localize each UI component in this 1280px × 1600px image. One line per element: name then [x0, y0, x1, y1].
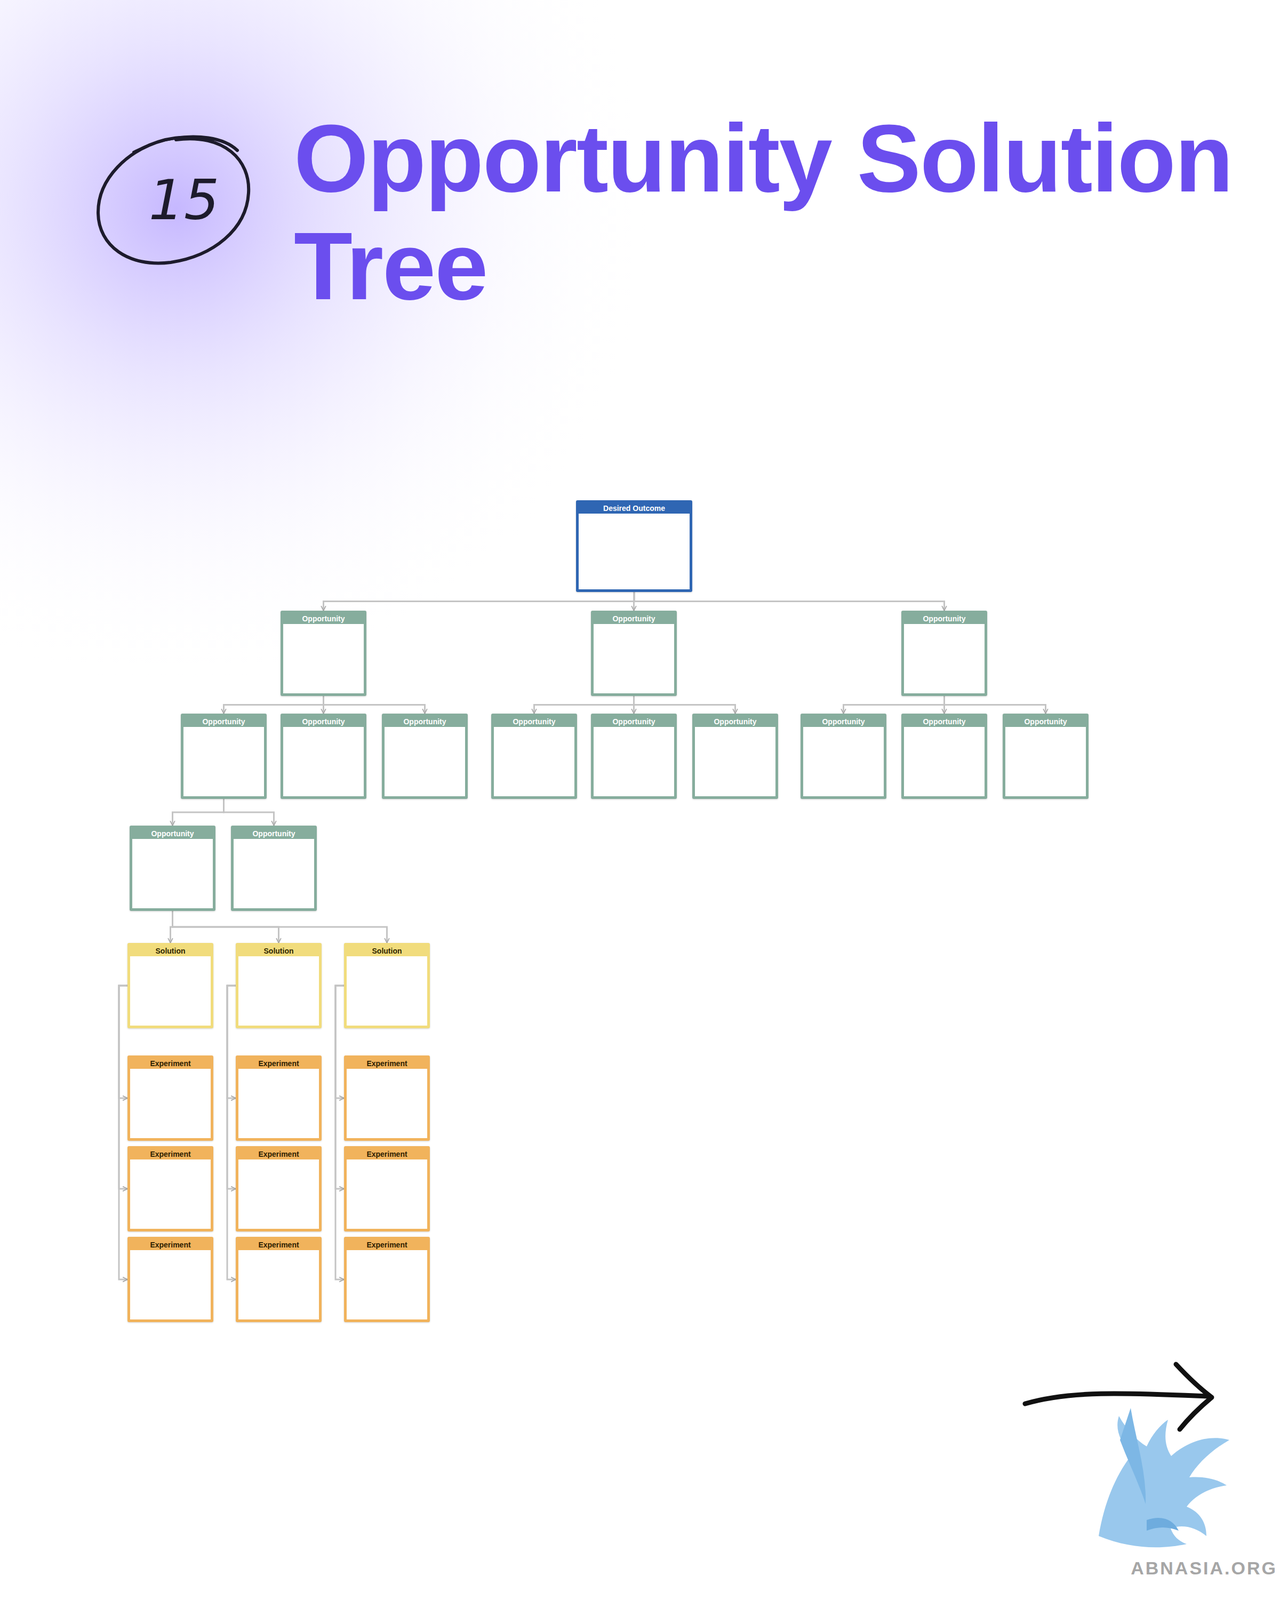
watermark: ABNASIA.ORG — [1088, 1558, 1278, 1579]
tree-connector — [172, 798, 224, 826]
opportunity-box: Opportunity — [692, 713, 779, 799]
tree-connector — [227, 985, 236, 1099]
tree-connector — [534, 696, 635, 714]
opportunity-box: Opportunity — [590, 610, 677, 696]
box-heading: Opportunity — [904, 716, 985, 727]
tree-connector — [224, 696, 324, 714]
box-heading: Experiment — [130, 1239, 211, 1251]
box-heading: Experiment — [130, 1058, 211, 1069]
solution-box: Solution — [344, 942, 430, 1029]
experiment-box: Experiment — [127, 1055, 214, 1141]
box-heading: Experiment — [238, 1148, 319, 1160]
experiment-box: Experiment — [127, 1146, 214, 1232]
box-heading: Solution — [130, 945, 211, 957]
box-heading: Opportunity — [283, 613, 364, 624]
box-heading: Opportunity — [1005, 716, 1086, 727]
opportunity-box: Opportunity — [129, 825, 216, 911]
tree-connector — [227, 985, 236, 1280]
opportunity-box: Opportunity — [381, 713, 468, 799]
box-heading: Opportunity — [183, 716, 264, 727]
opportunity-box: Opportunity — [1002, 713, 1089, 799]
opportunity-box: Opportunity — [280, 610, 367, 696]
box-heading: Experiment — [238, 1058, 319, 1069]
tree-connector — [944, 696, 1046, 714]
experiment-box: Experiment — [235, 1236, 322, 1323]
box-heading: Opportunity — [803, 716, 884, 727]
box-heading: Solution — [346, 945, 428, 957]
tree-connector — [335, 985, 344, 1280]
box-heading: Experiment — [238, 1239, 319, 1251]
opportunity-box: Opportunity — [491, 713, 578, 799]
solution-box: Solution — [127, 942, 214, 1029]
opportunity-box: Opportunity — [901, 610, 988, 696]
tree-connector — [323, 592, 635, 611]
experiment-box: Experiment — [235, 1055, 322, 1141]
box-heading: Opportunity — [904, 613, 985, 624]
circle-stroke — [133, 137, 214, 152]
griffin-tail — [1146, 1517, 1179, 1531]
arrow-head — [1176, 1364, 1212, 1430]
experiment-box: Experiment — [344, 1236, 430, 1323]
outcome-box: Desired Outcome — [576, 500, 693, 592]
tree-connector — [335, 985, 344, 1099]
solution-box: Solution — [235, 942, 322, 1029]
box-heading: Experiment — [346, 1148, 428, 1160]
page-title: Opportunity Solution Tree — [293, 104, 1270, 320]
box-heading: Experiment — [346, 1058, 428, 1069]
griffin-body — [1098, 1416, 1230, 1548]
box-heading: Opportunity — [593, 613, 675, 624]
box-heading: Solution — [238, 945, 319, 957]
griffin-wing — [1120, 1408, 1146, 1504]
tree-connector — [634, 592, 945, 611]
tree-connector — [172, 910, 388, 943]
box-heading: Opportunity — [132, 828, 213, 839]
experiment-box: Experiment — [344, 1146, 430, 1232]
opportunity-box: Opportunity — [280, 713, 367, 799]
tree-connector — [227, 985, 236, 1189]
experiment-box: Experiment — [127, 1236, 214, 1323]
tree-connector — [634, 696, 736, 714]
box-heading: Opportunity — [694, 716, 776, 727]
experiment-box: Experiment — [235, 1146, 322, 1232]
tree-connector — [323, 696, 426, 714]
tree-connector — [118, 985, 128, 1189]
tree-connector — [335, 985, 344, 1189]
opportunity-box: Opportunity — [800, 713, 887, 799]
box-heading: Opportunity — [384, 716, 466, 727]
opportunity-box: Opportunity — [230, 825, 317, 911]
box-heading: Opportunity — [283, 716, 364, 727]
box-heading: Desired Outcome — [578, 502, 690, 514]
experiment-box: Experiment — [344, 1055, 430, 1141]
callout-number: 15 — [109, 169, 259, 231]
box-heading: Experiment — [130, 1148, 211, 1160]
opportunity-box: Opportunity — [180, 713, 267, 799]
purple-glow — [0, 0, 694, 694]
tree-connector — [843, 696, 945, 714]
box-heading: Opportunity — [493, 716, 575, 727]
box-heading: Experiment — [346, 1239, 428, 1251]
arrow-shaft — [1025, 1393, 1210, 1404]
tree-connector — [118, 985, 128, 1099]
tree-connector — [224, 798, 275, 826]
griffin-logo — [1098, 1408, 1230, 1548]
opportunity-box: Opportunity — [590, 713, 677, 799]
box-heading: Opportunity — [593, 716, 675, 727]
tree-connector — [118, 985, 128, 1280]
box-heading: Opportunity — [233, 828, 315, 839]
opportunity-box: Opportunity — [901, 713, 988, 799]
